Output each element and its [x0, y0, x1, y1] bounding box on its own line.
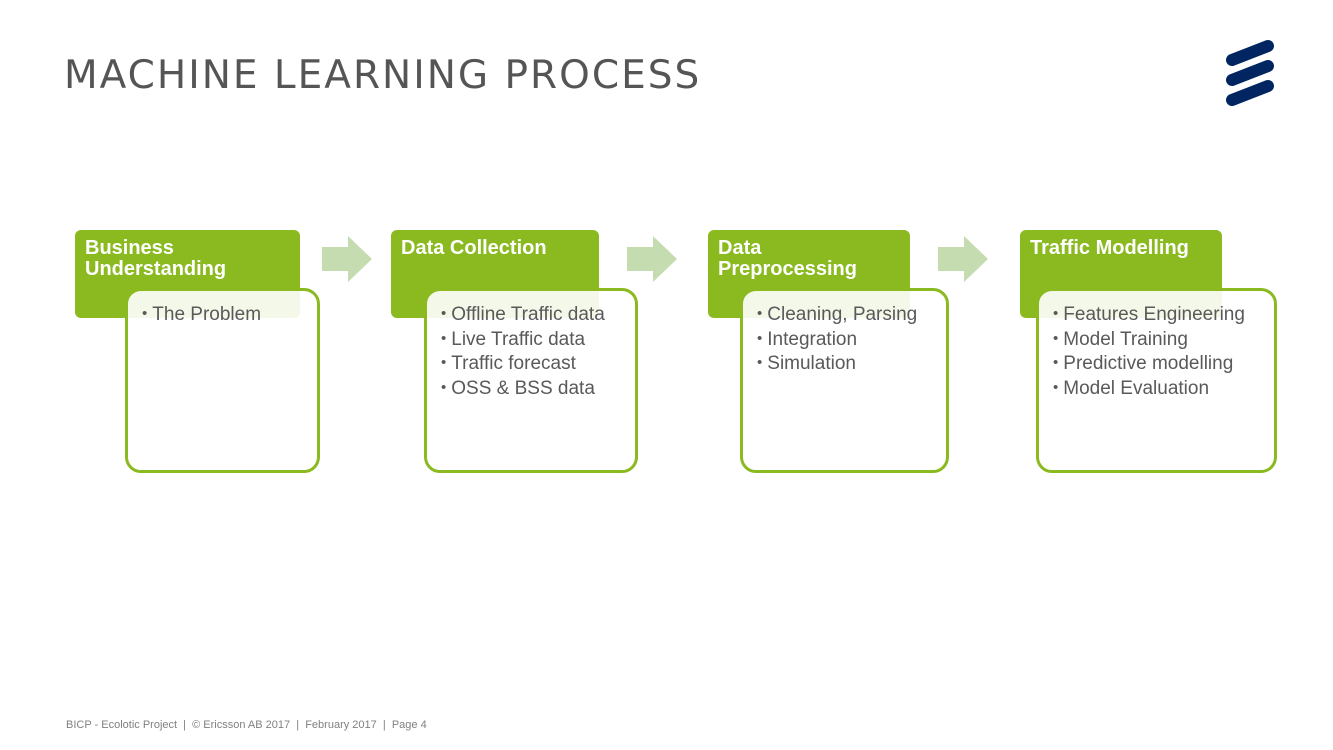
step-details-box: Cleaning, Parsing Integration Simulation [740, 288, 949, 473]
step-item: Offline Traffic data [441, 303, 635, 328]
step-item: Live Traffic data [441, 328, 635, 353]
step-title: Data Collection [401, 237, 547, 259]
step-item: Predictive modelling [1053, 352, 1274, 377]
step-item: Traffic forecast [441, 352, 635, 377]
step-details-box: Offline Traffic data Live Traffic data T… [424, 288, 638, 473]
step-item: OSS & BSS data [441, 377, 635, 402]
ericsson-logo-icon [1226, 40, 1274, 106]
step-title: Traffic Modelling [1030, 237, 1189, 259]
arrow-right-icon [322, 236, 372, 282]
arrow-right-icon [938, 236, 988, 282]
step-item: Features Engineering [1053, 303, 1274, 328]
step-item: Integration [757, 328, 946, 353]
step-title: Business Understanding [85, 237, 227, 280]
step-item: Cleaning, Parsing [757, 303, 946, 328]
step-items: Offline Traffic data Live Traffic data T… [441, 303, 635, 401]
slide-footer: BICP - Ecolotic Project | © Ericsson AB … [66, 719, 427, 731]
step-item: Model Evaluation [1053, 377, 1274, 402]
step-items: Cleaning, Parsing Integration Simulation [757, 303, 946, 377]
step-details-box: Features Engineering Model Training Pred… [1036, 288, 1277, 473]
step-item: Simulation [757, 352, 946, 377]
step-items: Features Engineering Model Training Pred… [1053, 303, 1274, 401]
step-title: Data Preprocessing [718, 237, 857, 280]
arrow-right-icon [627, 236, 677, 282]
step-items: The Problem [142, 303, 317, 328]
step-item: The Problem [142, 303, 317, 328]
slide-title: MACHINE LEARNING PROCESS [64, 53, 702, 98]
step-item: Model Training [1053, 328, 1274, 353]
step-details-box: The Problem [125, 288, 320, 473]
